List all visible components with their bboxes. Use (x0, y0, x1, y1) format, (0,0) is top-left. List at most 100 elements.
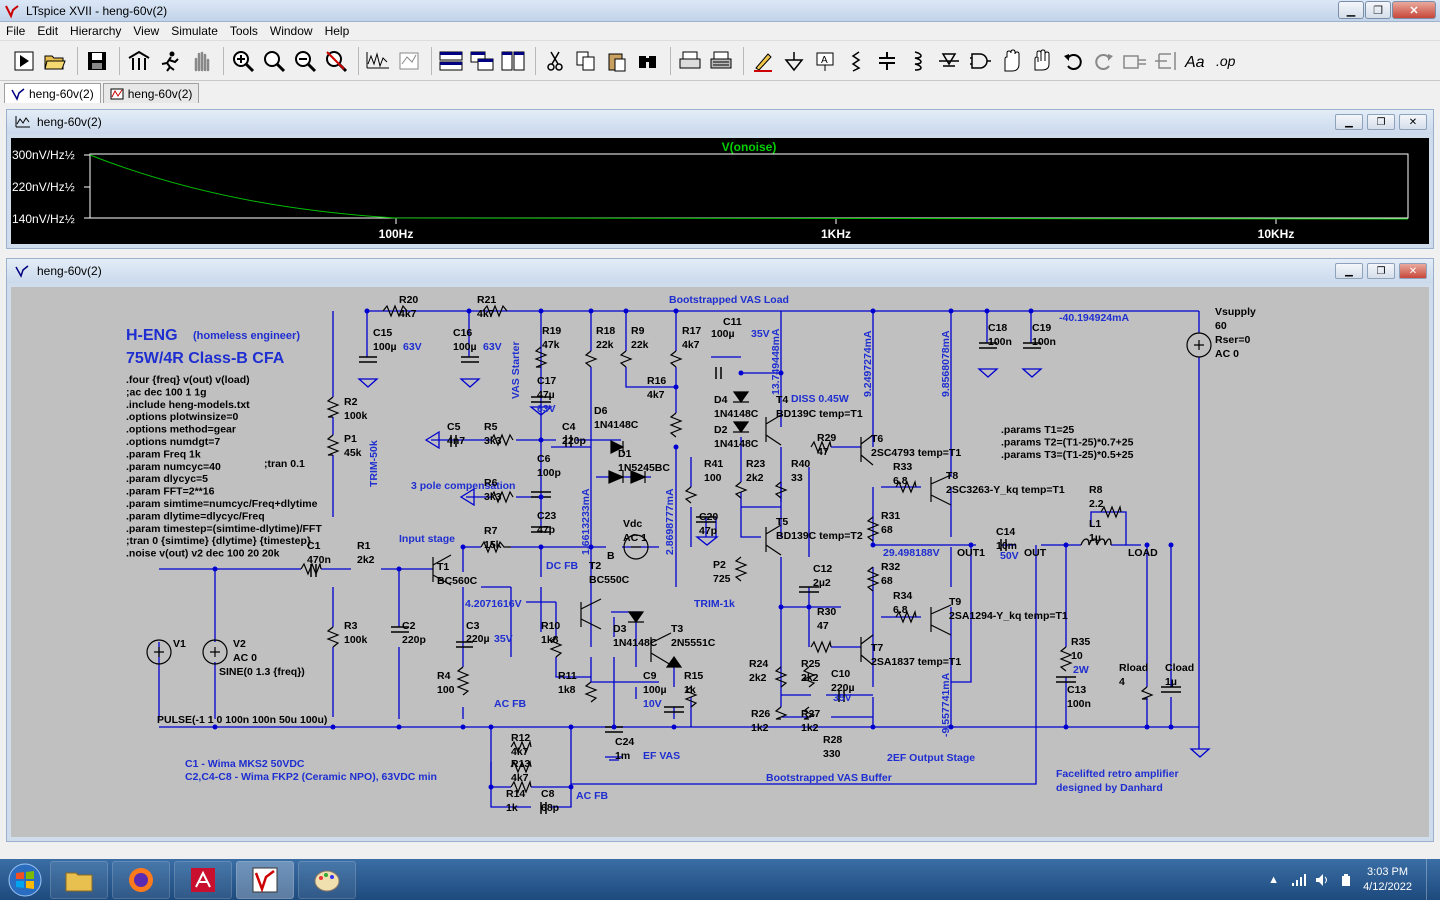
inductor-icon[interactable] (904, 47, 932, 75)
copy-icon[interactable] (572, 47, 600, 75)
menu-file[interactable]: File (6, 24, 26, 38)
capacitor-icon[interactable] (873, 47, 901, 75)
toolbar-separator (431, 46, 432, 75)
drag-icon[interactable] (1028, 47, 1056, 75)
maximize-button[interactable]: ❐ (1365, 1, 1391, 19)
schematic-minimize-button[interactable]: ▁ (1335, 263, 1363, 279)
zoom-area-icon[interactable] (260, 47, 288, 75)
open-icon[interactable] (41, 47, 69, 75)
cascade-icon[interactable] (468, 47, 496, 75)
menu-help[interactable]: Help (324, 24, 350, 38)
spice-directive-line: .param dlytime=dlycyc/Freq (126, 510, 265, 522)
tray-expand-icon[interactable]: ▲ (1268, 873, 1280, 886)
component-label: 4k7 (399, 308, 417, 320)
component-label: BC550C (589, 574, 630, 586)
menu-simulate[interactable]: Simulate (171, 24, 218, 38)
print-setup-icon[interactable] (707, 47, 735, 75)
plot-window-header[interactable]: heng-60v(2) (7, 110, 1433, 134)
redo-icon[interactable] (1090, 47, 1118, 75)
schematic-maximize-button[interactable]: ❐ (1367, 263, 1395, 279)
clock[interactable]: 3:03 PM 4/12/2022 (1363, 865, 1412, 895)
save-icon[interactable] (83, 47, 111, 75)
component-label: T3 (671, 623, 683, 635)
component-label: R33 (893, 461, 912, 473)
firefox-icon[interactable] (112, 860, 170, 899)
label-icon[interactable]: A (811, 47, 839, 75)
control-panel-icon[interactable] (125, 47, 153, 75)
rotate-icon[interactable] (1121, 47, 1149, 75)
schematic-close-button[interactable]: ✕ (1399, 263, 1427, 279)
halt-icon[interactable] (156, 47, 184, 75)
tile-horizontal-icon[interactable] (437, 47, 465, 75)
plot-maximize-button[interactable]: ❐ (1367, 114, 1395, 130)
paint-icon[interactable] (298, 860, 356, 899)
y-tick-label: 300nV/Hz½ (12, 148, 75, 162)
network-icon[interactable] (1291, 873, 1307, 887)
schematic-window-header[interactable]: heng-60v(2) (7, 259, 1433, 283)
spice-directive-line: .param simtime=numcyc/Freq+dlytime (126, 498, 318, 510)
diode-icon[interactable] (935, 47, 963, 75)
paste-icon[interactable] (603, 47, 631, 75)
trace-label[interactable]: V(onoise) (722, 140, 777, 154)
plot-canvas[interactable]: V(onoise) 300nV/Hz½ 220nV/Hz½ 140nV/Hz½ … (11, 138, 1429, 244)
text-icon[interactable]: Aa (1183, 47, 1211, 75)
volume-icon[interactable] (1315, 873, 1331, 887)
svg-text:.op: .op (1216, 53, 1236, 69)
x-tick-label: 1KHz (821, 227, 851, 241)
tran-comment[interactable]: ;tran 0.1 (264, 458, 305, 470)
menu-hierarchy[interactable]: Hierarchy (70, 24, 122, 38)
resistor-icon[interactable] (842, 47, 870, 75)
tab-label: heng-60v(2) (127, 86, 193, 101)
power-icon[interactable] (1339, 873, 1353, 887)
tab-waveform[interactable]: heng-60v(2) (102, 83, 200, 103)
move-icon[interactable] (997, 47, 1025, 75)
minimize-button[interactable]: ▁ (1338, 1, 1364, 19)
close-button[interactable]: ✕ (1392, 1, 1436, 19)
component-label: 1N4148C (714, 408, 759, 420)
ltspice-icon[interactable] (236, 860, 294, 899)
cut-icon[interactable] (541, 47, 569, 75)
param-line: .params T3=(T1-25)*0.5+25 (1001, 449, 1134, 461)
component-label: Vdc (623, 518, 642, 530)
start-button[interactable] (0, 859, 50, 900)
autorange-icon[interactable] (364, 47, 392, 75)
component-icon[interactable] (966, 47, 994, 75)
component-label: R11 (558, 670, 577, 682)
component-label: 2SC3263-Y_kq temp=T1 (946, 484, 1065, 496)
tab-schematic[interactable]: heng-60v(2) (4, 83, 101, 103)
zoom-cancel-icon[interactable] (322, 47, 350, 75)
run-icon[interactable] (10, 47, 38, 75)
spice-directives[interactable]: .four {freq} v(out) v(load);ac dec 100 1… (126, 374, 322, 560)
find-icon[interactable] (634, 47, 662, 75)
show-desktop-button[interactable] (1426, 859, 1440, 900)
junction-dots (212, 308, 1174, 790)
schematic-canvas[interactable]: H-ENG (homeless engineer) 75W/4R Class-B… (11, 287, 1429, 837)
pencil-icon[interactable] (749, 47, 777, 75)
plot-minimize-button[interactable]: ▁ (1335, 114, 1363, 130)
menu-edit[interactable]: Edit (37, 24, 59, 38)
explorer-icon[interactable] (50, 860, 108, 899)
plot-close-button[interactable]: ✕ (1399, 114, 1427, 130)
component-label: 220p (402, 634, 426, 646)
fit-icon[interactable] (395, 47, 423, 75)
print-icon[interactable] (676, 47, 704, 75)
current-labels: 13.749448mA 9.2497274mA 9.8568078mA 1.66… (580, 328, 952, 737)
mirror-icon[interactable] (1152, 47, 1180, 75)
zoom-out-icon[interactable] (291, 47, 319, 75)
undo-icon[interactable] (1059, 47, 1087, 75)
component-label: 100k (344, 634, 368, 646)
ground-icon[interactable] (780, 47, 808, 75)
component-label: 100 (704, 472, 722, 484)
menu-tools[interactable]: Tools (229, 24, 258, 38)
pan-icon[interactable] (187, 47, 215, 75)
menu-view[interactable]: View (133, 24, 160, 38)
param-directives[interactable]: .params T1=25.params T2=(T1-25)*0.7+25.p… (1001, 424, 1134, 461)
component-label: 330 (823, 748, 841, 760)
tile-vertical-icon[interactable] (499, 47, 527, 75)
acrobat-icon[interactable] (174, 860, 232, 899)
zoom-in-icon[interactable] (229, 47, 257, 75)
component-label: 220µ (831, 682, 855, 694)
menu-window[interactable]: Window (269, 24, 313, 38)
component-label: 100n (1032, 336, 1056, 348)
spice-directive-icon[interactable]: .op (1214, 47, 1242, 75)
